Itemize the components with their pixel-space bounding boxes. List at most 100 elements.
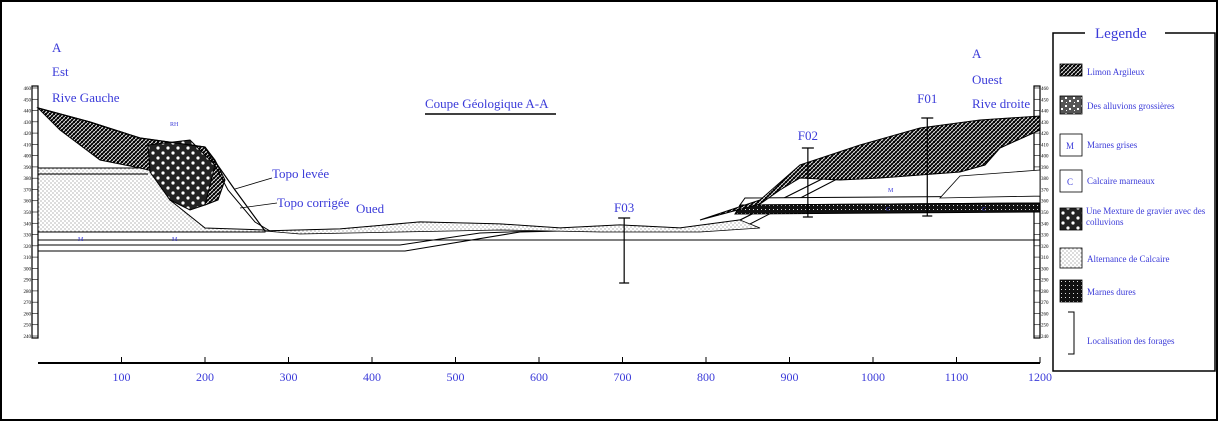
elevation-tick-label: 320 xyxy=(24,245,32,250)
elevation-tick-label: 380 xyxy=(1041,177,1049,182)
left-direction-label: Est xyxy=(52,64,69,79)
marnes-letter-left: M xyxy=(78,237,84,243)
elevation-tick-label: 250 xyxy=(1041,324,1049,329)
elevation-tick-label: 400 xyxy=(1041,155,1049,160)
elevation-tick-label: 380 xyxy=(24,177,32,182)
elevation-tick-label: 430 xyxy=(24,121,32,126)
elevation-tick-label: 310 xyxy=(1041,256,1049,261)
borehole-f03-line xyxy=(618,217,631,284)
elevation-tick-label: 370 xyxy=(1041,188,1049,193)
legend-symbol-calcaire-letter: C xyxy=(1067,177,1073,187)
elevation-tick-label: 310 xyxy=(24,256,32,261)
elevation-tick-label: 410 xyxy=(24,143,32,148)
legend-symbol-calcaire xyxy=(1059,169,1083,193)
elevation-tick-label: 420 xyxy=(1041,132,1049,137)
legend-label-limon: Limon Argileux xyxy=(1087,67,1145,77)
elevation-tick-label: 360 xyxy=(1041,200,1049,205)
elevation-tick-label: 420 xyxy=(24,132,32,137)
topo-levee-leader xyxy=(234,177,273,190)
x-tick-label: 700 xyxy=(614,370,632,384)
elevation-tick-label: 450 xyxy=(1041,98,1049,103)
elevation-tick-label: 330 xyxy=(1041,234,1049,239)
legend-box xyxy=(1052,32,1216,372)
marnes-letter-right: M xyxy=(888,188,894,194)
x-tick-label: 900 xyxy=(781,370,799,384)
elevation-tick-label: 270 xyxy=(1041,301,1049,306)
x-tick-label: 1200 xyxy=(1028,370,1052,384)
elevation-tick-label: 290 xyxy=(24,279,32,284)
legend-symbol-alternance xyxy=(1059,247,1083,269)
x-tick-label: 300 xyxy=(280,370,298,384)
legend-symbol-limon xyxy=(1059,63,1083,77)
elevation-tick-label: 280 xyxy=(24,290,32,295)
legend-symbol-mixture xyxy=(1059,207,1083,231)
elevation-tick-label: 340 xyxy=(24,222,32,227)
elevation-tick-label: 280 xyxy=(1041,290,1049,295)
marnes-letter-left-2: M xyxy=(172,237,178,243)
right-bank-label: Rive droite xyxy=(972,96,1030,111)
elevation-tick-label: 390 xyxy=(1041,166,1049,171)
layer-marnes-dures-right xyxy=(734,202,1041,215)
elevation-tick-label: 400 xyxy=(24,155,32,160)
borehole-f02-line xyxy=(801,147,814,218)
elevation-tick-label: 350 xyxy=(24,211,32,216)
elevation-tick-label: 240 xyxy=(1041,335,1049,340)
legend-label-marnes-dures: Marnes dures xyxy=(1087,287,1136,297)
x-tick-label: 100 xyxy=(113,370,131,384)
topo-levee-label: Topo levée xyxy=(272,166,329,181)
borehole-f03-label: F03 xyxy=(614,200,634,215)
elevation-tick-label: 360 xyxy=(24,200,32,205)
elevation-tick-label: 260 xyxy=(1041,312,1049,317)
legend-symbol-marnes-grises xyxy=(1059,133,1083,157)
x-tick-label: 500 xyxy=(447,370,465,384)
legend-label-marnes-grises: Marnes grises xyxy=(1087,140,1138,150)
elevation-tick-label: 320 xyxy=(1041,245,1049,250)
legend: Legende Limon Argileux Des alluvions gro… xyxy=(1052,24,1216,372)
x-tick-label: 600 xyxy=(530,370,548,384)
elevation-tick-label: 270 xyxy=(24,301,32,306)
elevation-tick-label: 350 xyxy=(1041,211,1049,216)
legend-label-calcaire: Calcaire marneaux xyxy=(1087,176,1155,186)
legend-symbol-borehole xyxy=(1068,311,1075,355)
elevation-tick-label: 290 xyxy=(1041,279,1049,284)
layer-marnes-grises-wedge xyxy=(939,169,1041,199)
elevation-tick-label: 370 xyxy=(24,188,32,193)
elevation-tick-label: 440 xyxy=(24,110,32,115)
calcaire-letter-right: C xyxy=(886,207,890,213)
legend-label-alternance: Alternance de Calcaire xyxy=(1087,254,1169,264)
topo-corrigee-label: Topo corrigée xyxy=(277,195,350,210)
elevation-tick-label: 450 xyxy=(24,98,32,103)
elevation-tick-label: 410 xyxy=(1041,143,1049,148)
layer-limon-argileux-right xyxy=(699,115,1041,221)
right-point-label: A xyxy=(972,46,982,61)
legend-title-bg xyxy=(1085,24,1165,42)
elevation-tick-label: 460 xyxy=(1041,87,1049,92)
legend-label-mixture: Une Mexture de gravier avec des colluvio… xyxy=(1086,206,1206,227)
calcaire-letter-right-2: C xyxy=(982,207,986,213)
layer-mixture-gravier-left xyxy=(147,139,216,211)
x-tick-label: 400 xyxy=(363,370,381,384)
x-tick-label: 800 xyxy=(697,370,715,384)
topo-corrigee-leader xyxy=(239,202,278,209)
x-tick-label: 1000 xyxy=(861,370,885,384)
oued-label: Oued xyxy=(356,201,385,216)
elevation-tick-label: 240 xyxy=(24,335,32,340)
borehole-f01-label: F01 xyxy=(917,91,937,106)
elevation-scale-left: 4604504404304204104003903803703603503403… xyxy=(24,85,39,340)
elevation-tick-label: 390 xyxy=(24,166,32,171)
legend-label-alluvions: Des alluvions grossières xyxy=(1087,101,1175,111)
elevation-tick-label: 330 xyxy=(24,234,32,239)
left-bank-label: Rive Gauche xyxy=(52,90,120,105)
left-point-label: A xyxy=(52,40,62,55)
layer-valley-bed xyxy=(264,219,761,235)
elevation-tick-label: 250 xyxy=(24,324,32,329)
x-tick-label: 1100 xyxy=(945,370,969,384)
legend-symbol-marnes-dures xyxy=(1059,279,1083,303)
legend-symbol-marnes-letter: M xyxy=(1066,141,1074,151)
elevation-tick-label: 260 xyxy=(24,312,32,317)
elevation-tick-label: 300 xyxy=(24,267,32,272)
